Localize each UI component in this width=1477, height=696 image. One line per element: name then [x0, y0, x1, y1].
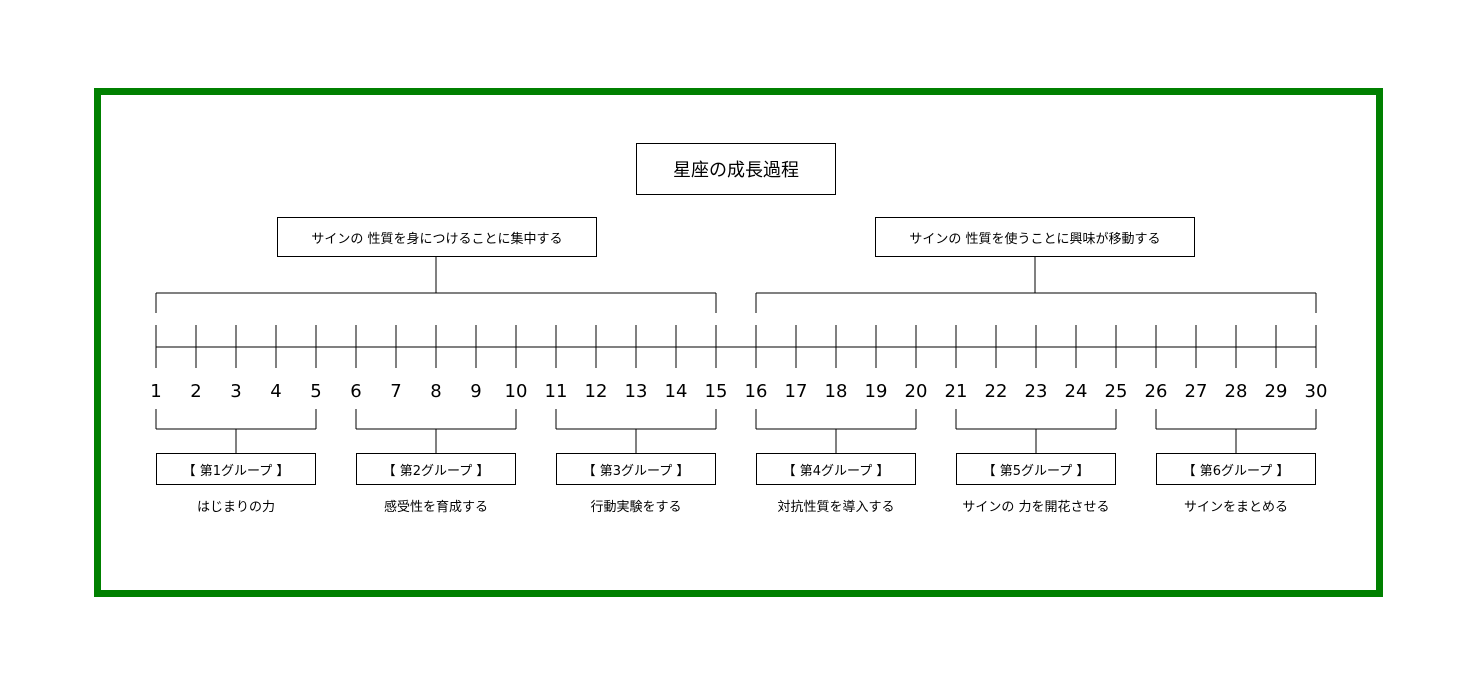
group-caption: 対抗性質を導入する [777, 500, 895, 515]
number-label: 11 [544, 381, 568, 402]
number-label: 24 [1064, 381, 1088, 402]
number-label: 3 [230, 381, 242, 402]
number-label: 2 [190, 381, 202, 402]
number-label: 16 [744, 381, 768, 402]
number-label: 9 [470, 381, 482, 402]
group-caption: サインをまとめる [1183, 500, 1288, 515]
group-box: 【 第1グループ 】 [156, 453, 316, 485]
number-label: 30 [1304, 381, 1328, 402]
group-caption: 行動実験をする [590, 500, 682, 515]
number-label: 1 [150, 381, 162, 402]
number-label: 12 [584, 381, 608, 402]
number-label: 28 [1224, 381, 1248, 402]
number-label: 26 [1144, 381, 1168, 402]
number-label: 18 [824, 381, 848, 402]
diagram-frame [94, 88, 1383, 597]
number-label: 21 [944, 381, 968, 402]
number-label: 25 [1104, 381, 1128, 402]
number-label: 19 [864, 381, 888, 402]
number-label: 6 [350, 381, 362, 402]
group-box: 【 第4グループ 】 [756, 453, 916, 485]
number-label: 20 [904, 381, 928, 402]
number-label: 29 [1264, 381, 1288, 402]
group-box: 【 第2グループ 】 [356, 453, 516, 485]
group-caption: 感受性を育成する [383, 500, 488, 515]
phase-box-right: サインの 性質を使うことに興味が移動する [875, 217, 1195, 257]
number-label: 17 [784, 381, 808, 402]
number-label: 15 [704, 381, 728, 402]
group-box: 【 第3グループ 】 [556, 453, 716, 485]
number-label: 13 [624, 381, 648, 402]
number-label: 27 [1184, 381, 1208, 402]
number-label: 8 [430, 381, 442, 402]
number-label: 23 [1024, 381, 1048, 402]
group-box: 【 第5グループ 】 [956, 453, 1116, 485]
number-label: 7 [390, 381, 402, 402]
group-caption: サインの 力を開花させる [962, 500, 1110, 515]
phase-box-left: サインの 性質を身につけることに集中する [277, 217, 597, 257]
number-label: 10 [504, 381, 528, 402]
number-label: 5 [310, 381, 322, 402]
number-label: 4 [270, 381, 282, 402]
number-label: 22 [984, 381, 1008, 402]
number-label: 14 [664, 381, 688, 402]
group-box: 【 第6グループ 】 [1156, 453, 1316, 485]
group-caption: はじまりの力 [196, 500, 275, 515]
diagram-title: 星座の成長過程 [636, 143, 836, 195]
